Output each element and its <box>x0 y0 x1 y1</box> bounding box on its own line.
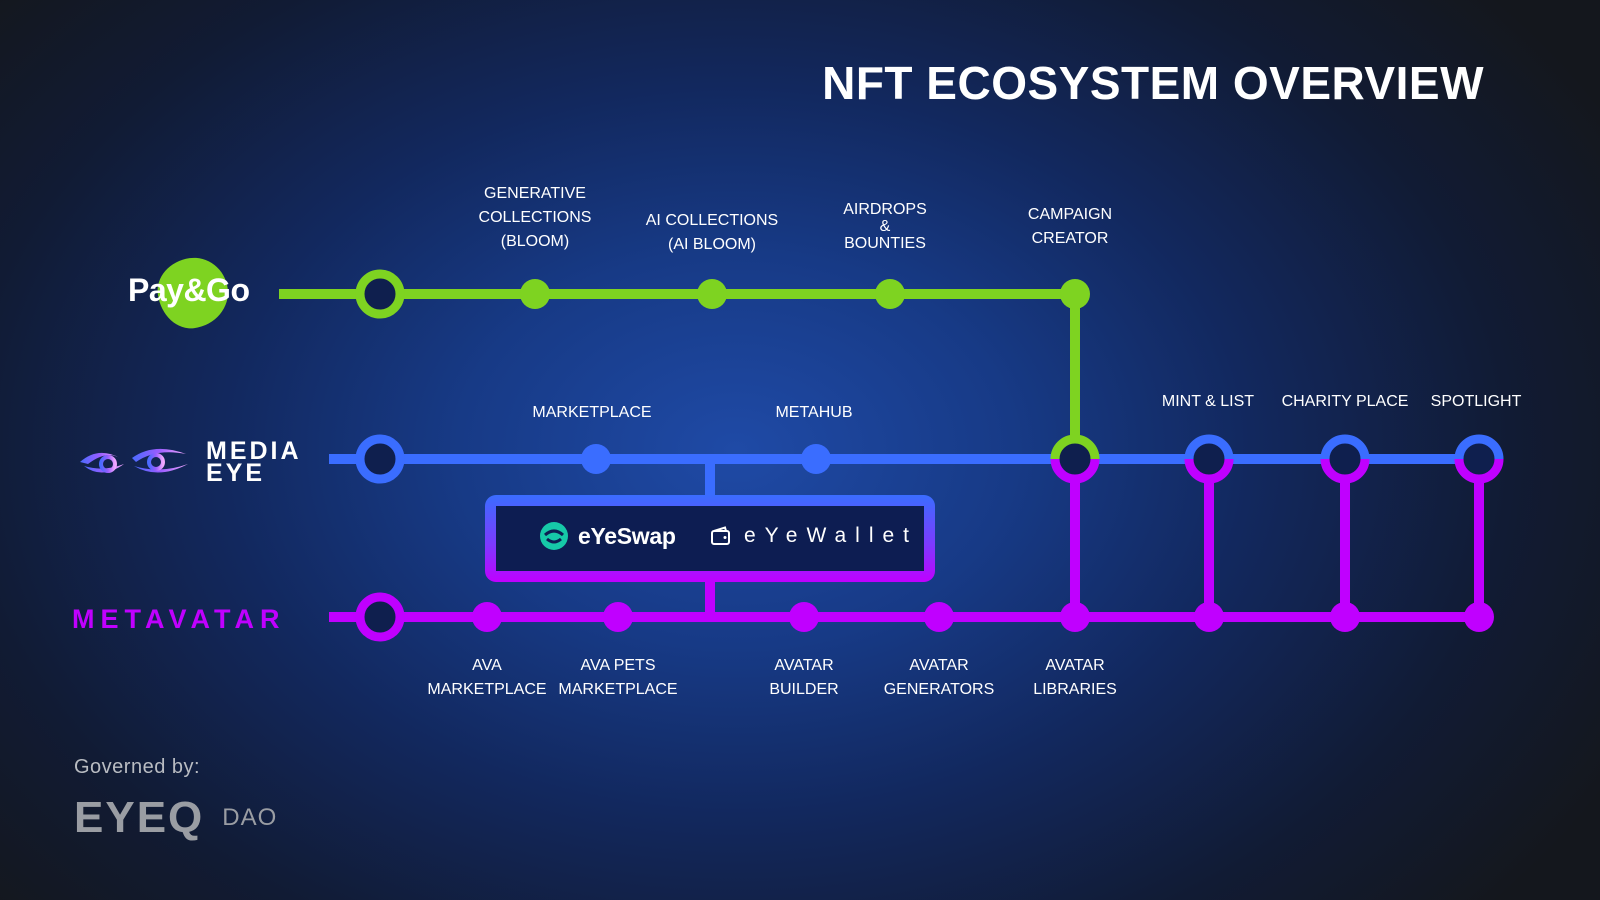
purple-label-ava-pets-line-1: AVA PETS <box>580 657 656 674</box>
purple-station-ava-pets <box>603 602 633 632</box>
blue-label-marketplace-line-1: MARKETPLACE <box>532 404 652 421</box>
purple-station-avatar-generators <box>924 602 954 632</box>
blue-label-marketplace: MARKETPLACE <box>507 401 677 425</box>
eyeswap-icon <box>540 522 568 550</box>
paygo-terminal-station <box>355 269 405 319</box>
purple-label-avatar-generators-line-2: GENERATORS <box>883 681 995 698</box>
mediaeye-label: MEDIA EYE <box>206 437 302 487</box>
dao-label: DAO <box>222 804 278 831</box>
charity-place-station <box>1320 434 1370 484</box>
green-label-generative: GENERATIVE COLLECTIONS (BLOOM) <box>450 182 620 254</box>
mint-list-station <box>1184 434 1234 484</box>
eyeq-dao-logo: EYEQ DAO <box>74 793 278 842</box>
green-label-airdrops-line-3: BOUNTIES <box>844 235 926 252</box>
blue-label-spotlight: SPOTLIGHT <box>1391 390 1561 414</box>
purple-junction-spotlight <box>1464 602 1494 632</box>
purple-label-avatar-libraries-line-2: LIBRARIES <box>1033 681 1117 698</box>
green-label-generative-line-1: GENERATIVE <box>484 185 586 202</box>
purple-station-libraries-junction <box>1060 602 1090 632</box>
purple-junction-charity <box>1330 602 1360 632</box>
spotlight-station-top-arc <box>1454 434 1504 460</box>
mint-list-station-bottom-arc <box>1184 458 1234 484</box>
spotlight-station-bottom-arc <box>1454 458 1504 484</box>
blue-label-mint-list: MINT & LIST <box>1123 390 1293 414</box>
purple-label-avatar-generators: AVATAR GENERATORS <box>854 654 1024 702</box>
green-label-airdrops: AIRDROPS&BOUNTIES <box>800 201 970 252</box>
blue-label-metahub-line-1: METAHUB <box>775 404 853 421</box>
green-station-ai-collections <box>697 279 727 309</box>
blue-station-metahub <box>801 444 831 474</box>
spotlight-station <box>1454 434 1504 484</box>
metavatar-logo: METAVATAR <box>72 604 286 634</box>
mint-list-station-top-arc <box>1184 434 1234 460</box>
eyewallet-link[interactable]: eYeWallet <box>710 524 918 548</box>
charity-place-station-top-arc <box>1320 434 1370 460</box>
campaign-interchange-station <box>1050 434 1100 484</box>
green-label-generative-line-3: (BLOOM) <box>500 233 570 250</box>
mint-list-station-fill <box>1193 443 1225 475</box>
purple-junction-mint <box>1194 602 1224 632</box>
metavatar-terminal-station <box>355 592 405 642</box>
blue-label-spotlight-line-1: SPOTLIGHT <box>1430 393 1522 410</box>
eyeswap-link[interactable]: eYeSwap <box>538 520 676 552</box>
blue-station-marketplace <box>581 444 611 474</box>
purple-label-avatar-builder-line-1: AVATAR <box>774 657 834 674</box>
stations-layer <box>355 269 1504 642</box>
blue-label-metahub: METAHUB <box>729 401 899 425</box>
mediaeye-label-line1: MEDIA <box>206 437 302 465</box>
green-label-campaign-line-1: CAMPAIGN <box>1027 206 1113 223</box>
purple-station-ava-marketplace <box>472 602 502 632</box>
charity-place-station-fill <box>1329 443 1361 475</box>
wallet-icon <box>711 526 730 545</box>
purple-label-avatar-builder-line-2: BUILDER <box>769 681 839 698</box>
purple-label-avatar-generators-line-1: AVATAR <box>909 657 969 674</box>
green-label-campaign: CAMPAIGN CREATOR <box>985 203 1155 251</box>
blue-label-charity-line-1: CHARITY PLACE <box>1281 393 1409 410</box>
paygo-label: Pay&Go <box>128 272 250 308</box>
green-label-ai-collections: AI COLLECTIONS (AI BLOOM) <box>627 209 797 257</box>
governed-by-label: Governed by: <box>74 756 201 778</box>
lines-layer <box>279 289 1484 622</box>
green-label-ai-collections-line-2: (AI BLOOM) <box>667 236 756 253</box>
purple-label-avatar-libraries-line-1: AVATAR <box>1045 657 1105 674</box>
blue-label-mint-list-line-1: MINT & LIST <box>1161 393 1255 410</box>
green-label-ai-collections-line-1: AI COLLECTIONS <box>645 212 779 229</box>
eyeswap-label: eYeSwap <box>578 522 676 549</box>
purple-station-avatar-builder <box>789 602 819 632</box>
charity-place-station-bottom-arc <box>1320 458 1370 484</box>
green-label-airdrops-line-2: & <box>879 218 891 235</box>
mediaeye-eye-icon <box>80 448 188 473</box>
mediaeye-terminal-station <box>355 434 405 484</box>
purple-label-ava-marketplace-line-1: AVA <box>472 657 502 674</box>
campaign-interchange-station-bottom-arc <box>1050 458 1100 484</box>
green-station-generative <box>520 279 550 309</box>
purple-label-ava-pets: AVA PETS MARKETPLACE <box>533 654 703 702</box>
green-label-campaign-line-2: CREATOR <box>1031 230 1109 247</box>
green-label-airdrops-line-1: AIRDROPS <box>843 201 927 218</box>
purple-label-ava-marketplace-line-2: MARKETPLACE <box>427 681 547 698</box>
eyeq-label: EYEQ <box>74 793 205 842</box>
eyewallet-label: eYeWallet <box>744 524 919 547</box>
spotlight-station-fill <box>1463 443 1495 475</box>
campaign-interchange-station-fill <box>1059 443 1091 475</box>
green-station-campaign <box>1060 279 1090 309</box>
blue-label-charity: CHARITY PLACE <box>1260 390 1430 414</box>
page-title: NFT ECOSYSTEM OVERVIEW <box>822 57 1484 109</box>
green-station-airdrops <box>875 279 905 309</box>
campaign-interchange-station-top-arc <box>1050 434 1100 460</box>
green-label-generative-line-2: COLLECTIONS <box>478 209 592 226</box>
purple-label-ava-marketplace: AVA MARKETPLACE <box>402 654 572 702</box>
purple-label-avatar-libraries: AVATAR LIBRARIES <box>990 654 1160 702</box>
purple-label-avatar-builder: AVATAR BUILDER <box>719 654 889 702</box>
hub-box: eYeSwap eYeWallet <box>485 495 935 582</box>
purple-label-ava-pets-line-2: MARKETPLACE <box>558 681 678 698</box>
mediaeye-label-line2: EYE <box>206 459 266 487</box>
